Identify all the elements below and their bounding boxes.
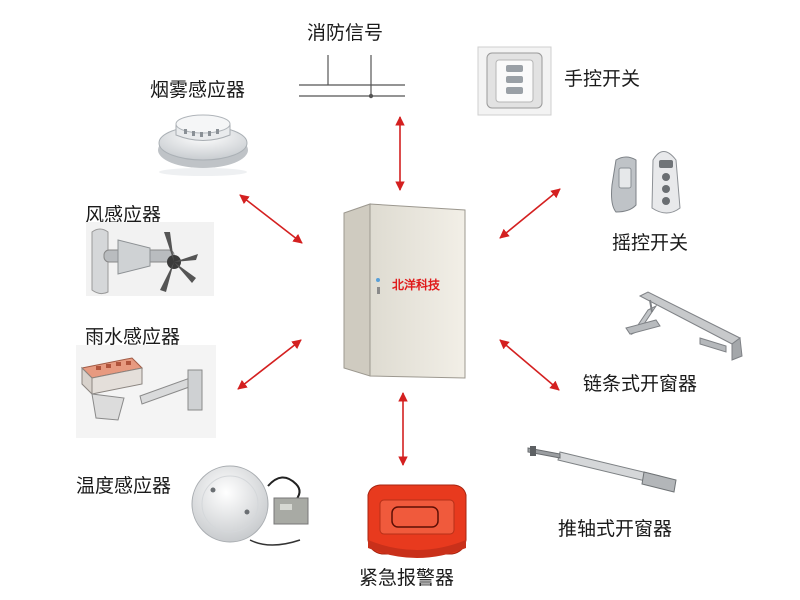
arrow-chain-opener [499,339,560,391]
arrow-wind-sensor [239,194,303,244]
arrow-remote-switch [499,188,561,239]
label-wind-sensor: 风感应器 [85,204,162,226]
arrow-rain-sensor [237,339,302,390]
label-fire-signal: 消防信号 [307,22,384,44]
label-manual-switch: 手控开关 [564,68,641,90]
label-smoke-sensor: 烟雾感应器 [150,79,246,101]
label-chain-opener: 链条式开窗器 [583,373,698,395]
label-remote-switch: 摇控开关 [612,232,689,254]
cabinet-brand-label: 北洋科技 [392,278,441,292]
label-push-rod-opener: 推轴式开窗器 [558,518,673,540]
label-emergency-alarm: 紧急报警器 [359,567,455,589]
label-temperature-sensor: 温度感应器 [76,475,172,497]
label-rain-sensor: 雨水感应器 [85,326,181,348]
